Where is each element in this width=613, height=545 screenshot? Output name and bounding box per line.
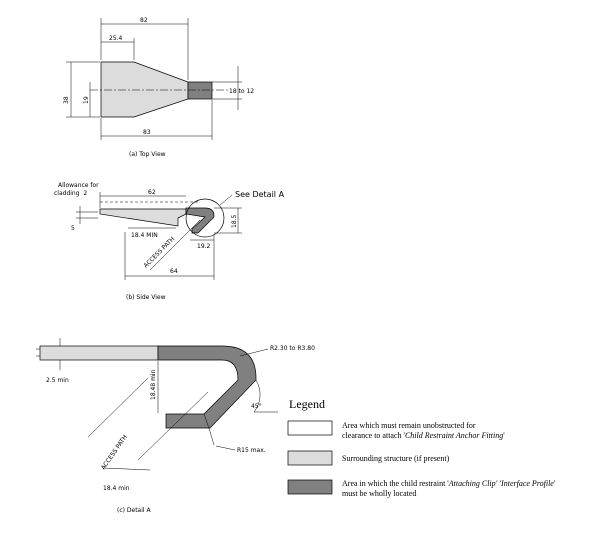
top-view-dark-tip xyxy=(187,81,213,100)
detail-access-path: ACCESS PATH xyxy=(100,434,129,471)
side-dim-64: 64 xyxy=(170,268,178,275)
legend-item-1-line1: Area which must remain unobstructed for xyxy=(342,421,476,430)
top-dim-38: 38 xyxy=(63,96,70,104)
side-access-path: ACCESS PATH xyxy=(142,236,176,270)
top-view-light-shape xyxy=(100,61,189,118)
legend-swatch-dark xyxy=(287,479,333,495)
legend-item-2: Surrounding structure (if present) xyxy=(342,454,450,463)
detail-dim-25: 2.5 min xyxy=(46,377,69,384)
side-view: Allowance for cladding 2 See Detail A 62… xyxy=(54,182,285,301)
top-dim-tip: 18 to 12 xyxy=(229,88,254,95)
legend-item-3-line2: must be wholly located xyxy=(342,489,416,498)
top-view-caption: (a) Top View xyxy=(129,151,166,158)
detail-light-bar xyxy=(39,345,159,361)
detail-caption: (c) Detail A xyxy=(117,507,151,514)
detail-dim-1848: 18.48 min xyxy=(150,369,157,400)
detail-dark-clip xyxy=(157,345,257,429)
side-dim-62: 62 xyxy=(148,189,156,196)
side-allowance: cladding 2 xyxy=(54,190,87,197)
detail-angle: 45° xyxy=(251,403,262,410)
top-view: 82 25.4 38 19 18 to 12 83 (a) Top View xyxy=(63,17,254,158)
legend-item-3-line1: Area in which the child restraint 'Attac… xyxy=(342,479,556,488)
detail-dim-184: 18.4 min xyxy=(103,485,130,492)
legend-item-1-line2: clearance to attach 'Child Restraint Anc… xyxy=(342,431,505,440)
side-dim-185: 18.5 xyxy=(231,214,238,228)
side-view-light-shape xyxy=(99,208,187,227)
side-view-caption: (b) Side View xyxy=(126,294,166,301)
detail-radius-outer: R2.30 to R3.80 xyxy=(270,345,315,352)
legend-swatch-light xyxy=(287,450,333,466)
top-dim-19: 19 xyxy=(83,96,90,104)
side-dim-192: 19.2 xyxy=(197,243,211,250)
top-dim-82: 82 xyxy=(140,17,148,24)
side-allowance-line1: Allowance for xyxy=(58,182,99,189)
side-view-dark-clip xyxy=(185,207,215,234)
detail-radius-inner: R15 max. xyxy=(237,447,266,454)
legend-swatch-white xyxy=(287,420,333,436)
legend-title: Legend xyxy=(289,397,325,411)
detail-circle xyxy=(185,198,225,238)
detail-a: R2.30 to R3.80 2.5 min 18.48 min ACCESS … xyxy=(36,338,315,514)
legend: Legend Area which must remain unobstruct… xyxy=(287,397,556,498)
see-detail-label: See Detail A xyxy=(235,190,285,199)
top-dim-254: 25.4 xyxy=(109,35,123,42)
side-dim-184: 18.4 MIN xyxy=(131,232,158,239)
top-dim-83: 83 xyxy=(143,129,151,136)
side-dim-5: 5 xyxy=(71,225,75,232)
